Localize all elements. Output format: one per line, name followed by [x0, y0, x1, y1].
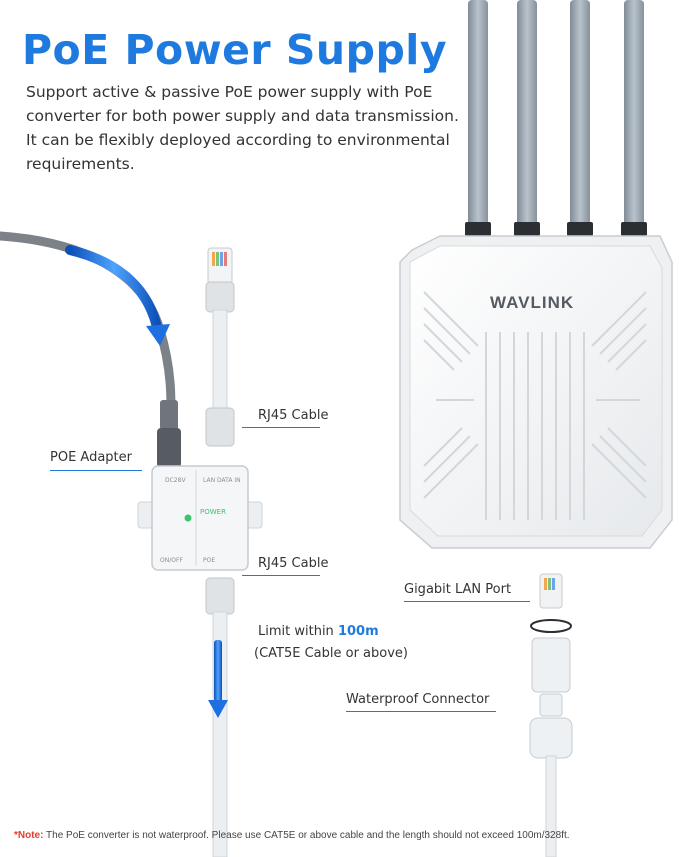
intro-text: Support active & passive PoE power suppl…	[26, 83, 459, 173]
antenna-3	[570, 0, 590, 228]
poe-adapter-label: POE Adapter	[50, 450, 132, 465]
power-arrow	[65, 245, 163, 337]
lan-cable-top	[205, 247, 235, 447]
gigabit-port-label: Gigabit LAN Port	[404, 582, 512, 597]
svg-text:DC28V: DC28V	[165, 477, 186, 484]
power-cable	[0, 231, 181, 468]
outdoor-router: WAVLINK	[399, 235, 673, 549]
svg-text:ON/OFF: ON/OFF	[160, 557, 183, 564]
lan-cable-bottom	[205, 577, 235, 857]
antenna-1	[468, 0, 488, 228]
gigabit-port-line	[404, 601, 530, 602]
svg-text:POE: POE	[203, 557, 215, 564]
rj45-top-label: RJ45 Cable	[258, 408, 329, 423]
svg-text:POWER: POWER	[200, 508, 226, 516]
note-key: *Note:	[14, 830, 44, 841]
page-title: PoE Power Supply	[22, 26, 448, 74]
limit-prefix: Limit within	[258, 624, 338, 639]
waterproof-line	[346, 711, 496, 712]
antenna-2	[517, 0, 537, 228]
limit-sub-label: (CAT5E Cable or above)	[254, 646, 408, 661]
poe-adapter: DC28V LAN DATA IN POWER POE ON/OFF	[137, 465, 263, 571]
poe-adapter-line	[50, 470, 142, 471]
antenna-4	[624, 0, 644, 228]
limit-value: 100m	[337, 624, 379, 639]
rj45-bottom-line	[242, 575, 320, 576]
waterproof-connector	[529, 573, 573, 857]
brand-logo: WAVLINK	[490, 293, 574, 312]
limit-label: Limit within 100m	[258, 624, 379, 639]
data-arrow	[214, 640, 222, 702]
svg-text:LAN DATA IN: LAN DATA IN	[203, 477, 241, 484]
waterproof-label: Waterproof Connector	[346, 692, 490, 707]
rj45-top-line	[242, 427, 320, 428]
antennas	[465, 0, 647, 236]
footnote: *Note: The PoE converter is not waterpro…	[14, 830, 570, 841]
note-text: The PoE converter is not waterproof. Ple…	[43, 830, 570, 841]
rj45-bottom-label: RJ45 Cable	[258, 556, 329, 571]
